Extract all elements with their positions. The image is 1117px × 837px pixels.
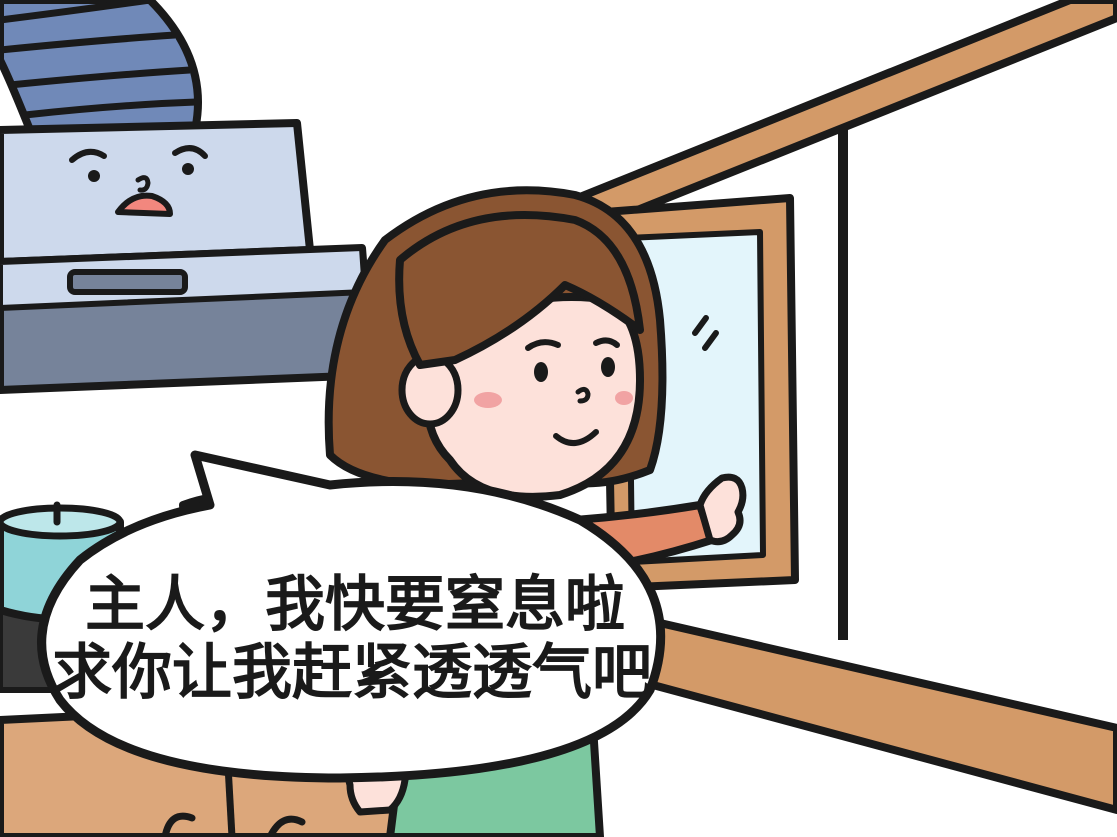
woman-hair-fringe (395, 211, 644, 369)
woman-hand (696, 473, 747, 546)
speech-line-2: 求你让我赶紧透透气吧 (52, 638, 652, 708)
exhaust-duct (0, 0, 202, 134)
speech-line-1: 主人，我快要窒息啦 (85, 570, 625, 640)
woman-eye-left (534, 362, 548, 382)
range-hood-slot (67, 269, 188, 295)
woman-mouth (553, 429, 599, 446)
worried-face-icon (69, 145, 208, 217)
woman-eye-right (601, 357, 615, 377)
speech-bubble-shape (37, 450, 666, 783)
speech-bubble: 主人，我快要窒息啦 求你让我赶紧透透气吧 (37, 450, 666, 783)
glass-shine-icon (692, 315, 719, 351)
range-hood (0, 119, 376, 394)
woman-blush-left (474, 392, 502, 408)
woman-blush-right (615, 391, 633, 405)
range-hood-body (0, 119, 314, 266)
